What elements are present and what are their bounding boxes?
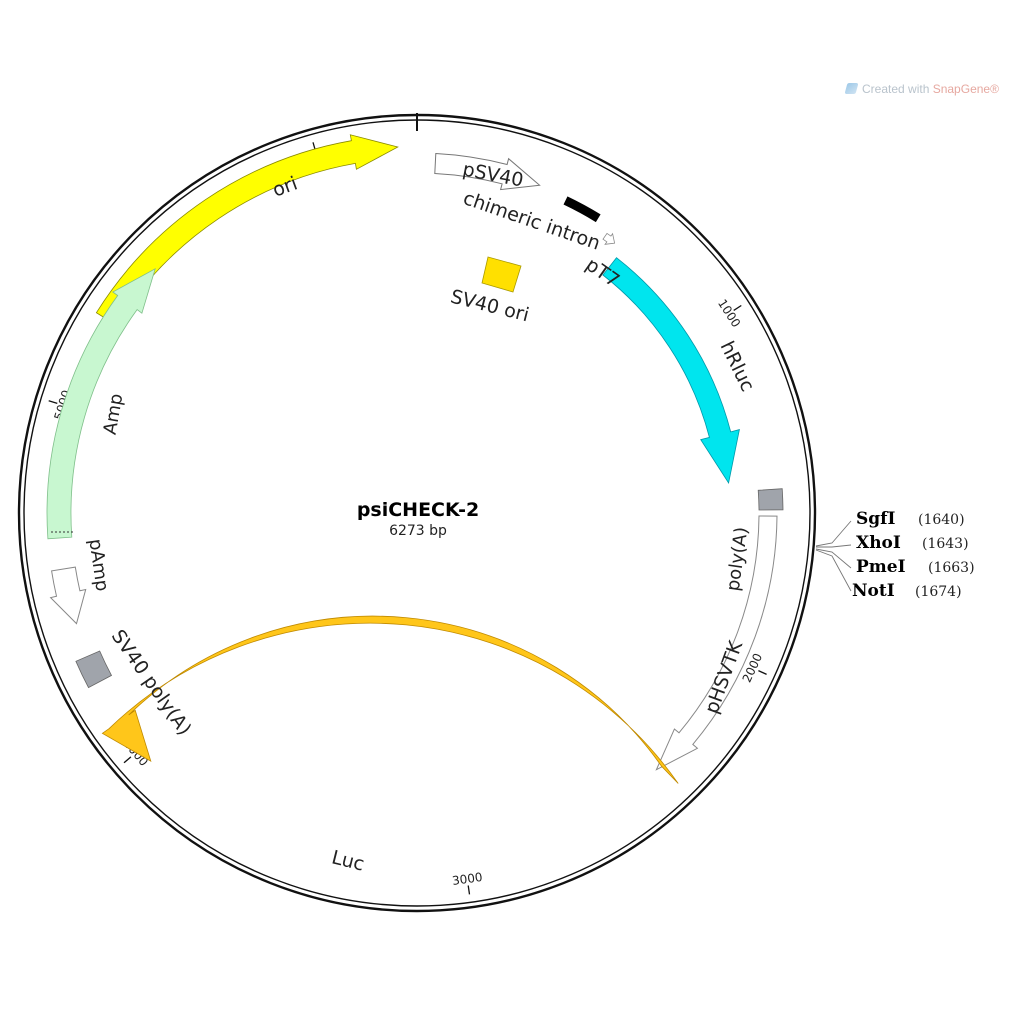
pt7-promoter-arrow <box>602 232 616 245</box>
psv40-label: pSV40 <box>461 158 525 191</box>
site-noti-pos: (1674) <box>915 584 962 600</box>
plasmid-name: psiCHECK-2 <box>357 499 479 521</box>
tick-3000: 3000 <box>451 870 483 895</box>
sv40-ori-label: SV40 ori <box>448 286 531 327</box>
sgfi-leader <box>815 520 852 547</box>
chimeric-intron-label: chimeric intron <box>460 187 603 254</box>
site-xhoi-name: XhoI <box>856 533 901 553</box>
pamp-promoter-arrow <box>49 566 87 625</box>
tick-1000: 1000 <box>715 297 743 330</box>
phsvtk-promoter-arrow <box>655 515 778 771</box>
amp-feature-arrow <box>46 267 156 540</box>
luc-label: Luc <box>329 846 366 875</box>
noti-leader <box>815 549 852 592</box>
credit-brand: SnapGene <box>932 82 991 96</box>
site-sgfi-pos: (1640) <box>918 512 965 528</box>
amp-label: Amp <box>100 392 128 436</box>
hrluc-label: hRluc <box>716 338 759 395</box>
sv40-polya-feature-block <box>75 650 113 689</box>
tick-label-1000: 1000 <box>715 297 743 330</box>
site-noti-name: NotI <box>852 581 895 601</box>
polya-label: poly(A) <box>723 526 753 593</box>
sv40-ori-feature-box <box>481 256 522 293</box>
site-pmei-pos: (1663) <box>928 560 975 576</box>
luc-feature-arrow <box>101 615 679 784</box>
credit-prefix: Created with <box>862 82 933 96</box>
site-xhoi-pos: (1643) <box>922 536 969 552</box>
restriction-site-leaders <box>815 520 852 592</box>
chimeric-intron-block <box>563 196 601 223</box>
pamp-label: pAmp <box>84 538 112 593</box>
polya-feature-block <box>757 488 784 511</box>
tick-label-3000: 3000 <box>451 870 483 888</box>
pmei-leader <box>815 548 852 569</box>
site-pmei-name: PmeI <box>856 557 906 577</box>
xhoi-leader <box>816 544 852 548</box>
hrluc-feature-arrow <box>602 257 740 485</box>
credit-suffix: ® <box>990 82 999 96</box>
site-sgfi-name: SgfI <box>856 509 895 529</box>
snapgene-credit: Created with SnapGene® <box>844 82 999 96</box>
plasmid-size: 6273 bp <box>389 523 447 539</box>
psv40-promoter-arrow <box>434 152 541 191</box>
